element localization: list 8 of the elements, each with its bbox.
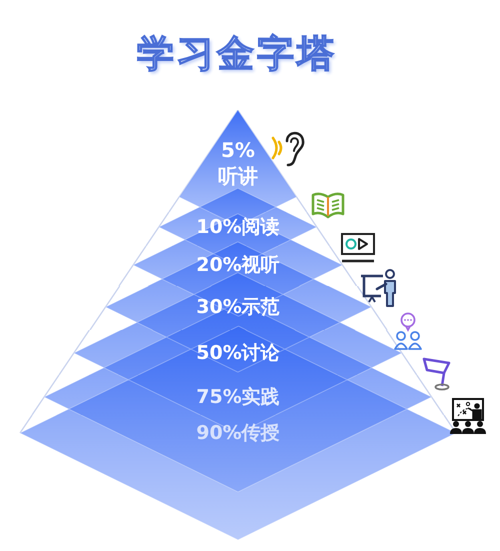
layer-label: 5%听讲 bbox=[216, 137, 259, 189]
title: 学习金字塔 bbox=[137, 32, 337, 76]
layer-label: 50%讨论 bbox=[196, 341, 280, 365]
layer-label: 75%实践 bbox=[196, 385, 280, 409]
layer-label: 30%示范 bbox=[196, 295, 280, 319]
layer-label: 90%传授 bbox=[196, 421, 280, 445]
layer-label: 10%阅读 bbox=[196, 215, 280, 239]
layer-label: 20%视听 bbox=[196, 253, 280, 277]
